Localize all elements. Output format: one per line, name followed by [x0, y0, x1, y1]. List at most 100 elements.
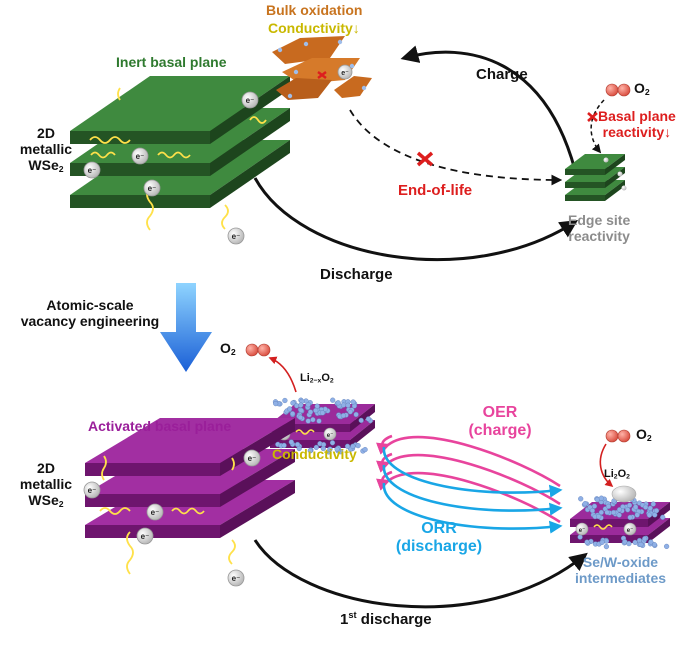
surface-atom-dot — [355, 443, 361, 449]
surface-atom-dot — [288, 439, 294, 445]
electron-icon: e⁻ — [623, 522, 637, 536]
surface-atom-dot — [298, 402, 304, 408]
surface-atom-dot — [334, 446, 340, 452]
electron-icon: e⁻ — [575, 522, 589, 536]
oer-orr-loops — [375, 434, 563, 534]
charge-arrow — [400, 45, 577, 171]
surface-atom-dot — [632, 539, 638, 546]
surface-atom-dot — [316, 418, 322, 424]
surface-atom-dot — [327, 446, 333, 452]
surface-atom-dot — [345, 402, 351, 408]
discharge-label: Discharge — [320, 266, 393, 283]
surface-atom-dot — [282, 397, 288, 404]
first-discharge-arrow — [253, 539, 588, 609]
electron-icon: e⁻ — [146, 503, 164, 521]
o2-molecule-icon — [605, 83, 631, 97]
surface-atom-dot — [319, 410, 326, 416]
surface-atom-dot — [330, 397, 336, 403]
bottom-material-label: 2D metallic WSe2 — [19, 460, 73, 510]
electron-icon: e⁻ — [131, 147, 149, 165]
charge-label: Charge — [476, 66, 528, 83]
oer-label: OER (charge) — [468, 404, 532, 440]
electron-icon: e⁻ — [337, 64, 353, 80]
svg-text:e⁻: e⁻ — [248, 454, 257, 463]
svg-text:e⁻: e⁻ — [246, 96, 255, 105]
surface-atom-dot — [305, 418, 311, 424]
surface-atom-dot — [577, 534, 583, 540]
surface-atom-dot — [281, 442, 287, 449]
end-of-life-cross-icon — [416, 151, 434, 167]
surface-atom-dot — [344, 443, 351, 449]
surface-atom-dot — [273, 401, 279, 407]
orr-label: ORR (discharge) — [395, 520, 483, 556]
surface-atom-dot — [616, 507, 623, 513]
engineering-down-arrow — [160, 283, 212, 372]
bulk-oxidation-label: Bulk oxidation — [266, 2, 363, 18]
surface-atom-dot — [297, 414, 303, 421]
surface-atom-dot — [298, 407, 304, 414]
top-material-label: 2D metallic WSe2 — [19, 125, 73, 175]
surface-atom-dot — [313, 407, 319, 414]
surface-atom-dot — [307, 409, 314, 415]
surface-atom-dot — [290, 400, 296, 406]
surface-atom-dot — [627, 514, 633, 521]
surface-atom-dot — [596, 513, 602, 520]
surface-atom-dot — [646, 512, 653, 518]
svg-text:e⁻: e⁻ — [341, 70, 349, 77]
surface-atom-dot — [642, 504, 649, 510]
surface-atom-dot — [340, 402, 347, 408]
surface-atom-dot — [638, 541, 644, 548]
surface-atom-dot — [626, 540, 632, 547]
surface-atom-dot — [653, 508, 660, 514]
surface-atom-dot — [663, 543, 670, 550]
surface-atom-dot — [313, 444, 319, 451]
surface-atom-dot — [314, 403, 320, 409]
surface-atom-dot — [610, 509, 617, 516]
surface-atom-dot — [648, 539, 654, 545]
li2o2-particle-icon — [611, 485, 637, 503]
basal-blocked-cross-icon — [587, 112, 598, 122]
electron-icon: e⁻ — [243, 449, 261, 467]
conductivity-label: Conductivity — [272, 446, 357, 462]
surface-atom-dot — [632, 504, 639, 510]
surface-atom-dot — [582, 501, 588, 507]
surface-atom-dot — [321, 442, 327, 448]
surface-atom-dot — [329, 440, 336, 446]
green-wse2-stack: e⁻ e⁻ e⁻ e⁻ e⁻ — [70, 76, 290, 245]
svg-text:e⁻: e⁻ — [148, 184, 157, 193]
svg-text:e⁻: e⁻ — [88, 166, 97, 175]
o2-reduce-arrow — [599, 443, 614, 488]
o2-bottom-label: O2 — [220, 340, 236, 358]
activated-small-stack: e⁻ e⁻ — [270, 397, 375, 455]
surface-atom-dot — [650, 501, 656, 507]
li-oxide-label: Li2−xO2 — [300, 372, 334, 385]
surface-atom-dot — [340, 413, 347, 419]
discharge-arrow — [253, 177, 579, 262]
surface-atom-dot — [599, 539, 605, 545]
electron-icon: e⁻ — [323, 427, 337, 441]
surface-atom-dot — [589, 508, 596, 514]
basal-plane-reactivity-label: Basal plane reactivity↓ — [598, 108, 676, 141]
svg-text:e⁻: e⁻ — [232, 232, 241, 241]
surface-atom-dot — [358, 417, 364, 424]
first-discharge-label: 1st discharge — [340, 610, 432, 628]
electron-icon: e⁻ — [83, 481, 101, 499]
surface-atom-dot — [353, 411, 359, 418]
conductivity-down-label: Conductivity↓ — [268, 20, 360, 36]
electron-icon: e⁻ — [241, 91, 259, 109]
svg-text:e⁻: e⁻ — [327, 433, 334, 439]
surface-atom-dot — [305, 402, 311, 408]
surface-atom-dot — [350, 443, 356, 449]
electron-icon: e⁻ — [143, 179, 161, 197]
electron-icon: e⁻ — [227, 569, 245, 587]
vacancy-engineering-label: Atomic-scale vacancy engineering — [20, 297, 160, 330]
surface-atom-dot — [365, 416, 372, 422]
surface-atom-dot — [362, 447, 368, 453]
end-of-life-label: End-of-life — [398, 182, 473, 199]
surface-atom-dot — [598, 495, 605, 501]
end-of-life-arrow — [349, 109, 563, 186]
surface-atom-dot — [578, 496, 584, 502]
surface-atom-dot — [603, 543, 610, 550]
svg-text:e⁻: e⁻ — [136, 152, 145, 161]
inert-basal-plane-label: Inert basal plane — [116, 54, 227, 70]
